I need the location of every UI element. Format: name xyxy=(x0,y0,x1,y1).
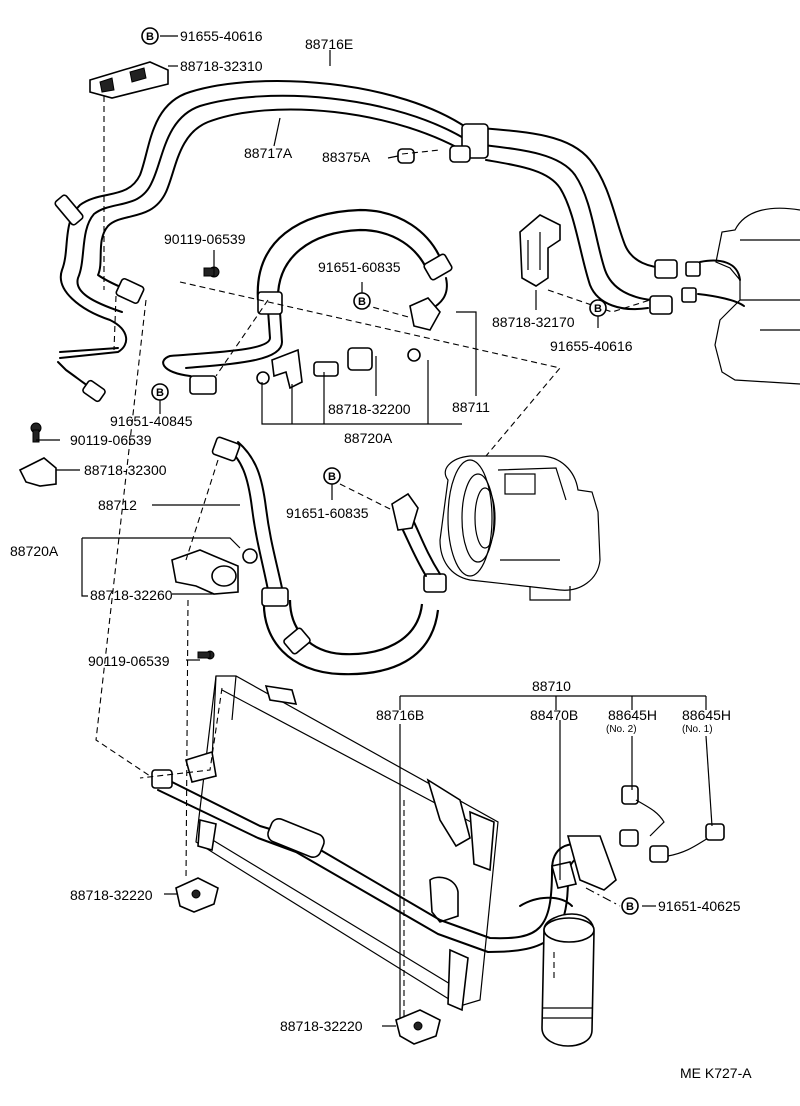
pressure-switches-88645H xyxy=(551,785,725,891)
discharge-hose-88711 xyxy=(162,208,453,395)
reference-lines xyxy=(95,96,651,1016)
label-91651-40625: 91651-40625 xyxy=(658,898,741,914)
label-91655-40616-top: 91655-40616 xyxy=(180,28,263,44)
label-88718-32220-a: 88718-32220 xyxy=(70,887,153,903)
label-91651-60835-b: 91651-60835 xyxy=(286,505,369,521)
label-88645H-no2-sub: (No. 2) xyxy=(606,724,637,735)
diagram-code: ME K727-A xyxy=(680,1065,752,1081)
svg-text:B: B xyxy=(146,31,154,43)
label-88645H-no1: 88645H xyxy=(682,707,731,723)
label-91651-60835-a: 91651-60835 xyxy=(318,259,401,275)
label-88718-32220-b: 88718-32220 xyxy=(280,1018,363,1034)
suction-pipe-assembly xyxy=(54,79,701,403)
svg-text:B: B xyxy=(358,296,366,308)
receiver-88470B xyxy=(541,913,595,1047)
label-88645H-no1-sub: (No. 1) xyxy=(682,724,713,735)
leader-lines xyxy=(36,35,713,1027)
bracket-88718-32170 xyxy=(519,214,561,287)
svg-text:B: B xyxy=(594,303,602,315)
part-labels: 91655-40616 88718-32310 88716E 88717A 88… xyxy=(10,28,752,1081)
svg-text:B: B xyxy=(328,471,336,483)
bracket-88718-32220-a xyxy=(175,877,219,913)
label-88716E: 88716E xyxy=(305,36,353,52)
badge-b-6: B xyxy=(621,897,639,915)
label-88375A: 88375A xyxy=(322,149,371,165)
label-90119-06539-b: 90119-06539 xyxy=(70,432,152,448)
label-88718-32310: 88718-32310 xyxy=(180,58,263,74)
hardware-88720A-top xyxy=(203,266,421,390)
left-hardware xyxy=(18,422,57,487)
badge-b-5: B xyxy=(323,467,341,485)
badge-b-3: B xyxy=(589,299,607,317)
label-88718-32200: 88718-32200 xyxy=(328,401,411,417)
label-91651-40845: 91651-40845 xyxy=(110,413,193,429)
label-88718-32260: 88718-32260 xyxy=(90,587,173,603)
ac-compressor xyxy=(439,455,601,601)
suction-hose-88712 xyxy=(211,436,447,676)
label-88718-32300: 88718-32300 xyxy=(84,462,167,478)
condenser xyxy=(185,675,499,1012)
label-88470B: 88470B xyxy=(530,707,578,723)
label-88711: 88711 xyxy=(452,399,490,415)
bracket-88718-32310 xyxy=(89,61,169,99)
label-91655-40616-right: 91655-40616 xyxy=(550,338,633,354)
label-88710: 88710 xyxy=(532,678,571,694)
engine-outline xyxy=(697,207,800,385)
svg-text:B: B xyxy=(626,901,634,913)
plug-88375A xyxy=(397,145,471,164)
label-88720A-left: 88720A xyxy=(10,543,59,559)
badge-b-1: B xyxy=(141,27,159,45)
label-88712: 88712 xyxy=(98,497,137,513)
label-90119-06539-c: 90119-06539 xyxy=(88,653,170,669)
label-88716B: 88716B xyxy=(376,707,424,723)
label-88645H-no2: 88645H xyxy=(608,707,657,723)
bracket-88718-32260 xyxy=(171,548,258,660)
badge-b-4: B xyxy=(151,383,169,401)
label-88718-32170: 88718-32170 xyxy=(492,314,575,330)
label-88720A-top: 88720A xyxy=(344,430,393,446)
bracket-88718-32220-b xyxy=(395,1009,441,1045)
liquid-pipe-88716B xyxy=(151,769,597,953)
label-90119-06539-a: 90119-06539 xyxy=(164,231,246,247)
badge-b-2: B xyxy=(353,292,371,310)
svg-text:B: B xyxy=(156,387,164,399)
label-88717A: 88717A xyxy=(244,145,293,161)
